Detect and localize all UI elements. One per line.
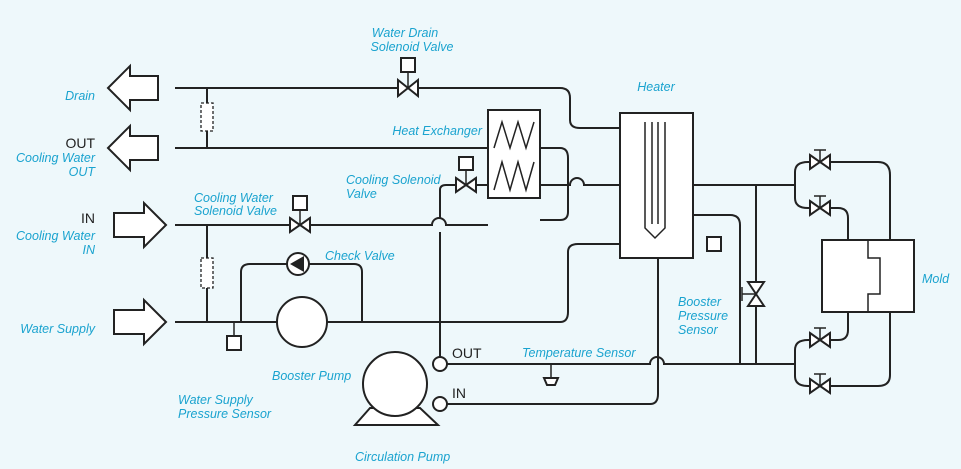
heater	[619, 112, 694, 259]
booster-pressure-valve	[741, 281, 766, 307]
drain-arrow	[106, 63, 159, 113]
booster-pump	[276, 296, 328, 348]
cooling-water-sv-label-1: Cooling Water	[194, 191, 274, 205]
water-supply-pipe	[175, 243, 620, 323]
cooling-solenoid-label-2: Valve	[346, 187, 377, 201]
heater-label: Heater	[637, 80, 675, 94]
cooling-solenoid-pipe	[439, 184, 488, 218]
heater-sensor-box	[706, 236, 722, 252]
cooling-solenoid-label-1: Cooling Solenoid	[346, 173, 442, 187]
cooling-water-out-label-1: Cooling Water	[16, 151, 96, 165]
booster-ps-label-1: Booster	[678, 295, 722, 309]
circulation-pump-label: Circulation Pump	[355, 450, 450, 464]
mold-valve-4	[809, 373, 831, 395]
water-drain-sv-label-1: Water Drain	[372, 26, 439, 40]
cooling-water-in-label-2: IN	[83, 243, 96, 257]
supply-strainer	[200, 257, 214, 289]
cooling-water-in-arrow	[113, 200, 168, 250]
water-supply-ps-label-2: Pressure Sensor	[178, 407, 272, 421]
booster-ps-label-2: Pressure	[678, 309, 728, 323]
heat-exchanger	[487, 109, 541, 199]
pump-in-pipe	[440, 258, 659, 405]
mold-upper-branch	[794, 185, 849, 240]
check-valve-label: Check Valve	[325, 249, 395, 263]
cooling-water-solenoid-valve	[289, 195, 311, 234]
water-supply-label: Water Supply	[20, 322, 96, 336]
mold-valve-2	[809, 195, 831, 217]
mold-valve-1	[809, 149, 831, 171]
drain-strainer	[200, 102, 214, 132]
booster-ps-label-3: Sensor	[678, 323, 718, 337]
booster-pump-label: Booster Pump	[272, 369, 351, 383]
heater-side-pipe	[693, 214, 741, 364]
circulation-pump	[352, 351, 448, 426]
heat-exchanger-label: Heat Exchanger	[392, 124, 482, 138]
pump-in-label: IN	[452, 385, 466, 401]
in-label: IN	[81, 210, 95, 226]
pump-out-label: OUT	[452, 345, 482, 361]
cooling-water-out-label-2: OUT	[69, 165, 97, 179]
cooling-water-sv-label-2: Solenoid Valve	[194, 204, 277, 218]
cooling-water-out-arrow	[106, 123, 159, 173]
temperature-sensor	[542, 364, 560, 386]
check-valve	[286, 252, 310, 276]
hx-to-heater-pipe	[540, 177, 620, 186]
out-label: OUT	[65, 135, 95, 151]
mold-label: Mold	[922, 272, 950, 286]
cooling-water-in-label-1: Cooling Water	[16, 229, 96, 243]
pump-in-port	[432, 396, 448, 412]
pump-out-port	[432, 356, 448, 372]
water-supply-pressure-sensor	[226, 322, 242, 351]
water-drain-solenoid-valve	[397, 57, 419, 99]
cooling-solenoid-valve	[455, 156, 477, 194]
water-drain-sv-label-2: Solenoid Valve	[371, 40, 454, 54]
water-supply-ps-label-1: Water Supply	[178, 393, 254, 407]
water-supply-arrow	[113, 297, 168, 347]
temperature-sensor-label: Temperature Sensor	[522, 346, 636, 360]
mold-lower-branch	[794, 312, 891, 387]
mold-valve-3	[809, 327, 831, 349]
drain-pipe	[175, 87, 620, 129]
drain-label: Drain	[65, 89, 95, 103]
mold	[821, 239, 915, 313]
cooling-water-in-pipe	[175, 217, 488, 226]
mold-upper-manifold	[794, 161, 891, 240]
